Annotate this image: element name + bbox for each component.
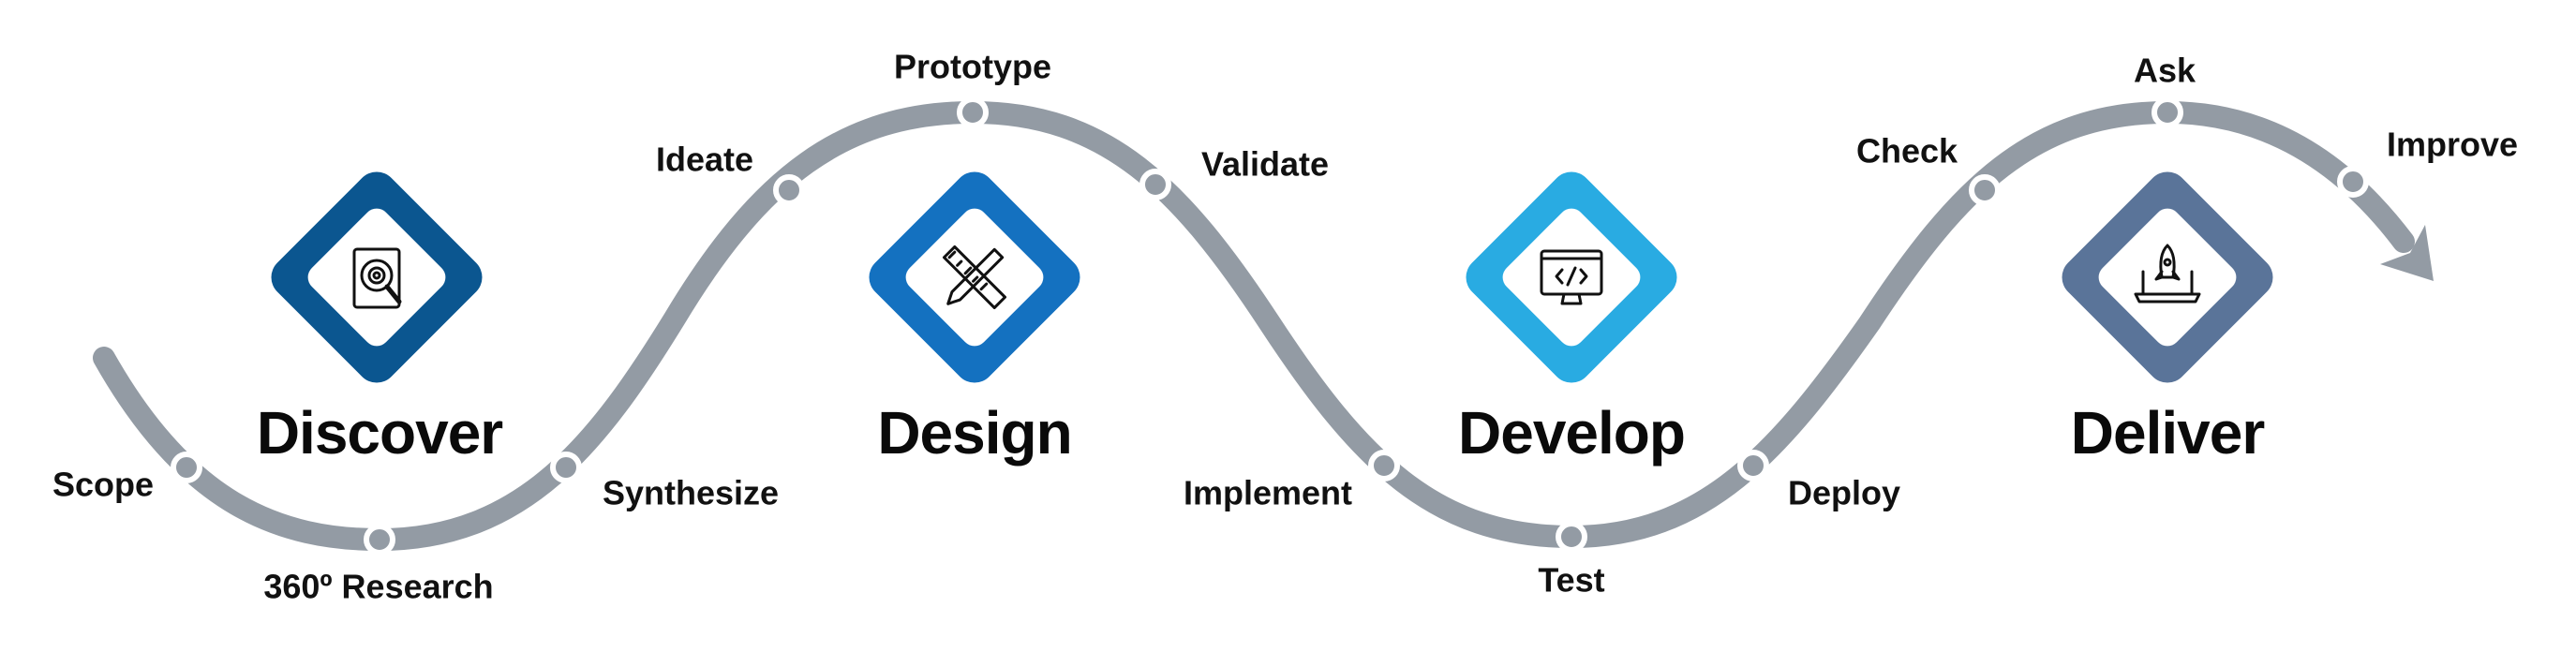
step-label-scope: Scope (52, 466, 154, 504)
step-label-test: Test (1538, 561, 1604, 600)
step-dot-check (1969, 174, 2001, 206)
step-dot-scope (171, 452, 202, 483)
code-monitor-icon (1540, 249, 1603, 305)
step-dot-improve (2337, 166, 2369, 198)
step-dot-test (1556, 521, 1587, 553)
phase-title-deliver: Deliver (2071, 399, 2265, 467)
step-dot-prototype (957, 96, 989, 128)
rocket-laptop-icon (2134, 244, 2201, 304)
phase-title-develop: Develop (1458, 399, 1685, 467)
phase-title-discover: Discover (257, 399, 502, 467)
step-dot-ideate (773, 174, 805, 206)
step-label-ideate: Ideate (656, 141, 753, 179)
step-dot-validate (1139, 169, 1171, 200)
process-path (93, 100, 2415, 552)
step-label-check: Check (1856, 132, 1958, 170)
step-label-implement: Implement (1184, 474, 1352, 512)
step-dot-research (364, 524, 395, 556)
step-label-improve: Improve (2387, 126, 2518, 164)
step-label-research: 360º Research (263, 568, 493, 606)
step-dot-deploy (1737, 450, 1769, 482)
arrowhead-icon (2380, 225, 2434, 281)
step-label-ask: Ask (2134, 52, 2196, 90)
phase-title-design: Design (877, 399, 1071, 467)
pencil-ruler-icon (942, 244, 1007, 310)
step-dots (171, 96, 2369, 556)
step-label-prototype: Prototype (894, 48, 1051, 86)
step-dot-implement (1368, 450, 1400, 482)
step-dot-ask (2152, 96, 2183, 128)
document-search-gear-icon (352, 247, 402, 309)
step-label-validate: Validate (1201, 145, 1329, 184)
step-label-deploy: Deploy (1788, 474, 1900, 512)
phase-design (869, 171, 1080, 383)
step-label-synthesize: Synthesize (603, 474, 779, 512)
step-dot-synthesize (550, 452, 582, 483)
